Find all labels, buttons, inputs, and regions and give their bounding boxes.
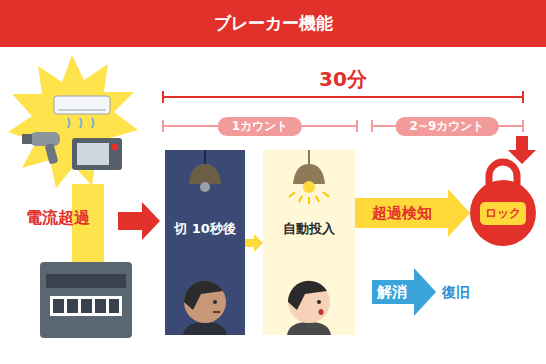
air-conditioner xyxy=(54,96,110,128)
panel-text: 自動投入 xyxy=(283,220,335,238)
lamp-shade xyxy=(189,164,221,184)
edge-label: 超過検知 xyxy=(370,204,434,223)
lamp-bulb xyxy=(200,182,210,192)
lock-text: ロック xyxy=(480,202,526,225)
overcurrent-arrow xyxy=(118,202,160,240)
lock-node: ロック xyxy=(470,180,536,246)
count-label: 1カウント xyxy=(218,117,302,136)
lock-arrow xyxy=(508,136,536,164)
flow-arrow xyxy=(245,234,263,252)
auto-reset-panel: 自動投入 xyxy=(263,150,355,335)
person-mouth xyxy=(319,309,324,315)
hair-dryer xyxy=(22,132,60,165)
panel-figure xyxy=(263,150,355,335)
person-eye xyxy=(317,300,321,304)
lamp-cord xyxy=(204,150,206,164)
lamp-cord xyxy=(308,150,310,164)
lamp-rays xyxy=(289,192,329,204)
electric-meter xyxy=(40,262,132,338)
panel-text: 切 10秒後 xyxy=(174,220,236,238)
microwave xyxy=(72,138,122,170)
person-hair xyxy=(288,281,327,310)
person-body xyxy=(287,322,331,335)
person-hair xyxy=(184,281,223,310)
lamp-bulb xyxy=(303,181,315,193)
person-eye xyxy=(213,300,217,304)
person-mouth xyxy=(213,311,220,313)
flow-arrow xyxy=(355,189,470,237)
person-head xyxy=(288,281,330,323)
person-head xyxy=(184,281,226,323)
overload-burst xyxy=(8,55,138,188)
duration-label: 30分 xyxy=(316,66,370,93)
breaker-off-panel: 切 10秒後 xyxy=(165,150,245,335)
panel-figure xyxy=(165,150,245,335)
resolve-label: 解消 xyxy=(377,283,407,302)
title-text: ブレーカー機能 xyxy=(0,0,546,47)
person-body xyxy=(183,322,227,335)
count-label: 2~9カウント xyxy=(396,117,499,136)
recover-label: 復旧 xyxy=(442,284,470,302)
overcurrent-label: 電流超過 xyxy=(26,208,90,229)
resolve-arrow xyxy=(372,268,436,316)
